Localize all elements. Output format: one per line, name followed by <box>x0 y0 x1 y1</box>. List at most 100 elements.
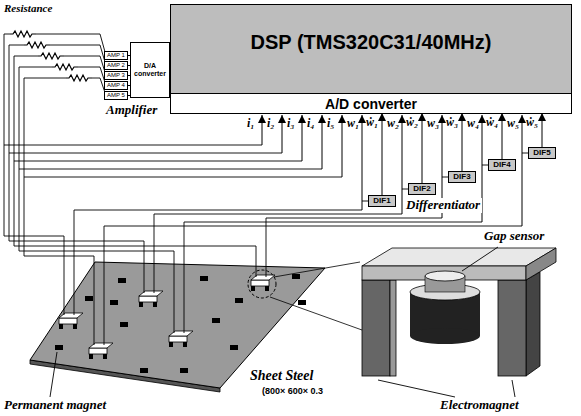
electromagnet-icon <box>251 275 275 291</box>
leader-line <box>50 352 57 397</box>
magnet-leg <box>169 342 173 347</box>
zoom-leader <box>270 297 362 330</box>
magnet-leg <box>59 324 63 329</box>
magnet-top <box>169 331 193 336</box>
node-text: DIF5 <box>533 148 550 158</box>
differentiator-box: DIF3 <box>448 171 476 183</box>
signal-arrow <box>362 115 363 210</box>
connector <box>462 113 463 171</box>
wire <box>14 161 256 277</box>
node-text: DIF4 <box>493 160 510 170</box>
signal-name: ẇ₁ <box>366 116 378 130</box>
part-label: Electromagnet <box>440 398 519 413</box>
node-text: AMP 2 <box>107 62 125 69</box>
part-label: Resistance <box>4 2 52 15</box>
amplifier-box: AMP 3 <box>104 71 128 80</box>
signal-name: w₃ <box>427 117 439 131</box>
magnet-top <box>251 275 275 280</box>
wire <box>24 177 94 345</box>
resistor-symbol <box>52 64 78 70</box>
connector <box>502 113 503 159</box>
dsp-box: DSP (TMS320C31/40MHz)A/D converter <box>170 4 572 114</box>
signal-name: w₅ <box>507 117 519 131</box>
signal-name: w₁ <box>347 117 359 131</box>
magnet-side <box>526 272 540 376</box>
signal-name: i₁ <box>247 117 255 131</box>
gap-sensor <box>425 271 465 281</box>
node-text: DIF3 <box>453 172 470 182</box>
connector <box>382 113 383 195</box>
zoom-leader <box>274 262 360 277</box>
permanent-magnet <box>180 368 188 373</box>
node-text: AMP 3 <box>107 72 125 79</box>
node-text: DIF1 <box>373 196 390 206</box>
signal-name: ẇ₃ <box>446 116 458 130</box>
permanent-magnet <box>85 296 93 301</box>
leader-line <box>378 380 455 397</box>
wire <box>64 56 106 76</box>
permanent-magnet <box>230 345 238 350</box>
resistor-symbol <box>10 31 36 37</box>
magnet-leg <box>265 286 269 291</box>
permanent-magnet <box>212 318 220 323</box>
permanent-magnet <box>200 276 208 281</box>
magnet-leg <box>89 354 93 359</box>
magnet-body <box>59 318 77 324</box>
zoom-circle <box>248 270 276 298</box>
signal-name: ẇ₄ <box>486 116 498 130</box>
amplifier-box: AMP 1 <box>104 51 128 60</box>
signal-arrow <box>282 115 283 153</box>
part-label: Differentiator <box>404 198 482 213</box>
magnet-leg-face <box>390 280 396 376</box>
part-label: Permanent magnet <box>4 398 106 413</box>
part-label: Gap sensor <box>484 229 544 244</box>
permanent-magnet <box>292 274 300 279</box>
magnet-body <box>251 280 269 286</box>
permanent-magnet <box>298 300 306 305</box>
signal-arrow <box>322 115 323 169</box>
signal-name: i₂ <box>267 117 275 131</box>
permanent-magnet <box>110 300 118 305</box>
signal-name: ẇ₅ <box>526 116 538 130</box>
signal-arrow <box>262 115 263 145</box>
node-text: AMP 1 <box>107 52 125 59</box>
magnet-body <box>169 336 187 342</box>
wire <box>4 145 64 315</box>
connector <box>422 113 423 183</box>
amplifier-box: AMP 2 <box>104 61 128 70</box>
electromagnet-icon <box>89 343 113 359</box>
amplifier-box: AMP 4 <box>104 81 128 90</box>
magnet-leg <box>139 302 143 307</box>
resistor-symbol <box>38 53 64 59</box>
wire <box>50 45 106 66</box>
node-text: DIF2 <box>413 184 430 194</box>
coil <box>410 328 480 344</box>
electromagnet-icon <box>59 313 83 329</box>
magnet-leg <box>73 324 77 329</box>
part-label: Amplifier <box>106 103 157 118</box>
differentiator-box: DIF4 <box>488 159 516 171</box>
magnet-body <box>139 296 157 302</box>
magnet-leg <box>153 302 157 307</box>
magnet-leg <box>103 354 107 359</box>
permanent-magnet <box>235 298 243 303</box>
resistor-symbol <box>66 75 92 81</box>
node-text: D/A converter <box>131 62 169 78</box>
wire <box>9 153 144 293</box>
magnet-leg <box>362 280 390 376</box>
signal-arrow <box>402 115 403 214</box>
magnet-top <box>139 291 163 296</box>
magnet-top <box>89 343 113 348</box>
wire <box>19 169 174 333</box>
signal-name: i₃ <box>287 117 295 131</box>
part-label: Sheet Steel <box>250 368 313 384</box>
differentiator-box: DIF2 <box>408 183 436 195</box>
magnet-top <box>362 248 556 266</box>
permanent-magnet <box>118 278 126 283</box>
connector <box>542 113 543 147</box>
electromagnet-icon <box>139 291 163 307</box>
signal-arrow <box>302 115 303 161</box>
permanent-magnet <box>120 322 128 327</box>
magnet-front <box>362 266 526 280</box>
